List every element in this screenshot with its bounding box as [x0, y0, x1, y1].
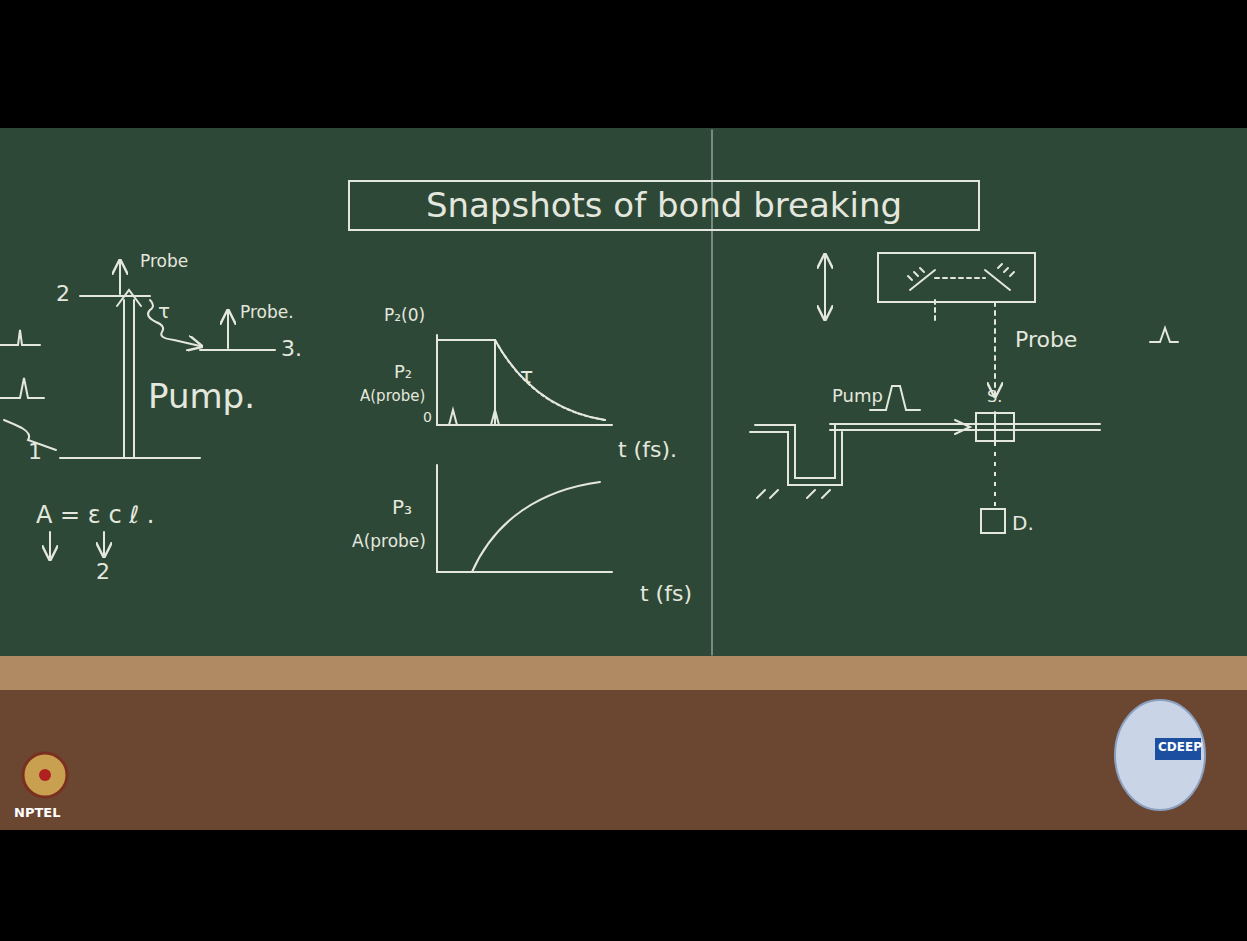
- annotation: 2: [96, 560, 110, 584]
- equation: A = ε c ℓ .: [36, 502, 154, 528]
- pump-label: Pump: [832, 386, 883, 406]
- node-label: D.: [1012, 512, 1034, 534]
- lifetime-symbol: τ: [520, 364, 533, 388]
- logo-text: NPTEL: [14, 806, 60, 820]
- axis-label: t (fs).: [618, 438, 677, 462]
- wall: [0, 690, 1247, 830]
- title-box: Snapshots of bond breaking: [348, 180, 980, 231]
- logo-text: CDEEP: [1158, 741, 1202, 754]
- probe-label: Probe.: [240, 303, 294, 322]
- signal-path: [994, 442, 996, 508]
- chalk-ledge: [0, 656, 1247, 690]
- axis-tick: 0: [423, 410, 432, 425]
- pump-label: Pump.: [148, 378, 255, 415]
- axis-label: A(probe): [360, 388, 425, 405]
- probe-label: Probe: [1015, 328, 1077, 352]
- detector-box: D.: [980, 508, 1006, 534]
- sample-box: S.: [975, 412, 1015, 442]
- node-label: S.: [987, 388, 1002, 406]
- axis-label: A(probe): [352, 532, 426, 551]
- axis-label: P₃: [392, 496, 412, 518]
- probe-label: Probe: [140, 252, 188, 271]
- level-number: 1: [28, 440, 42, 464]
- axis-label: P₂(0): [384, 306, 425, 325]
- axis-label: P₂: [394, 362, 412, 382]
- level-number: 3.: [281, 337, 302, 361]
- axis-label: t (fs): [640, 582, 692, 606]
- lifetime-symbol: τ: [158, 300, 170, 322]
- level-number: 2: [56, 282, 70, 306]
